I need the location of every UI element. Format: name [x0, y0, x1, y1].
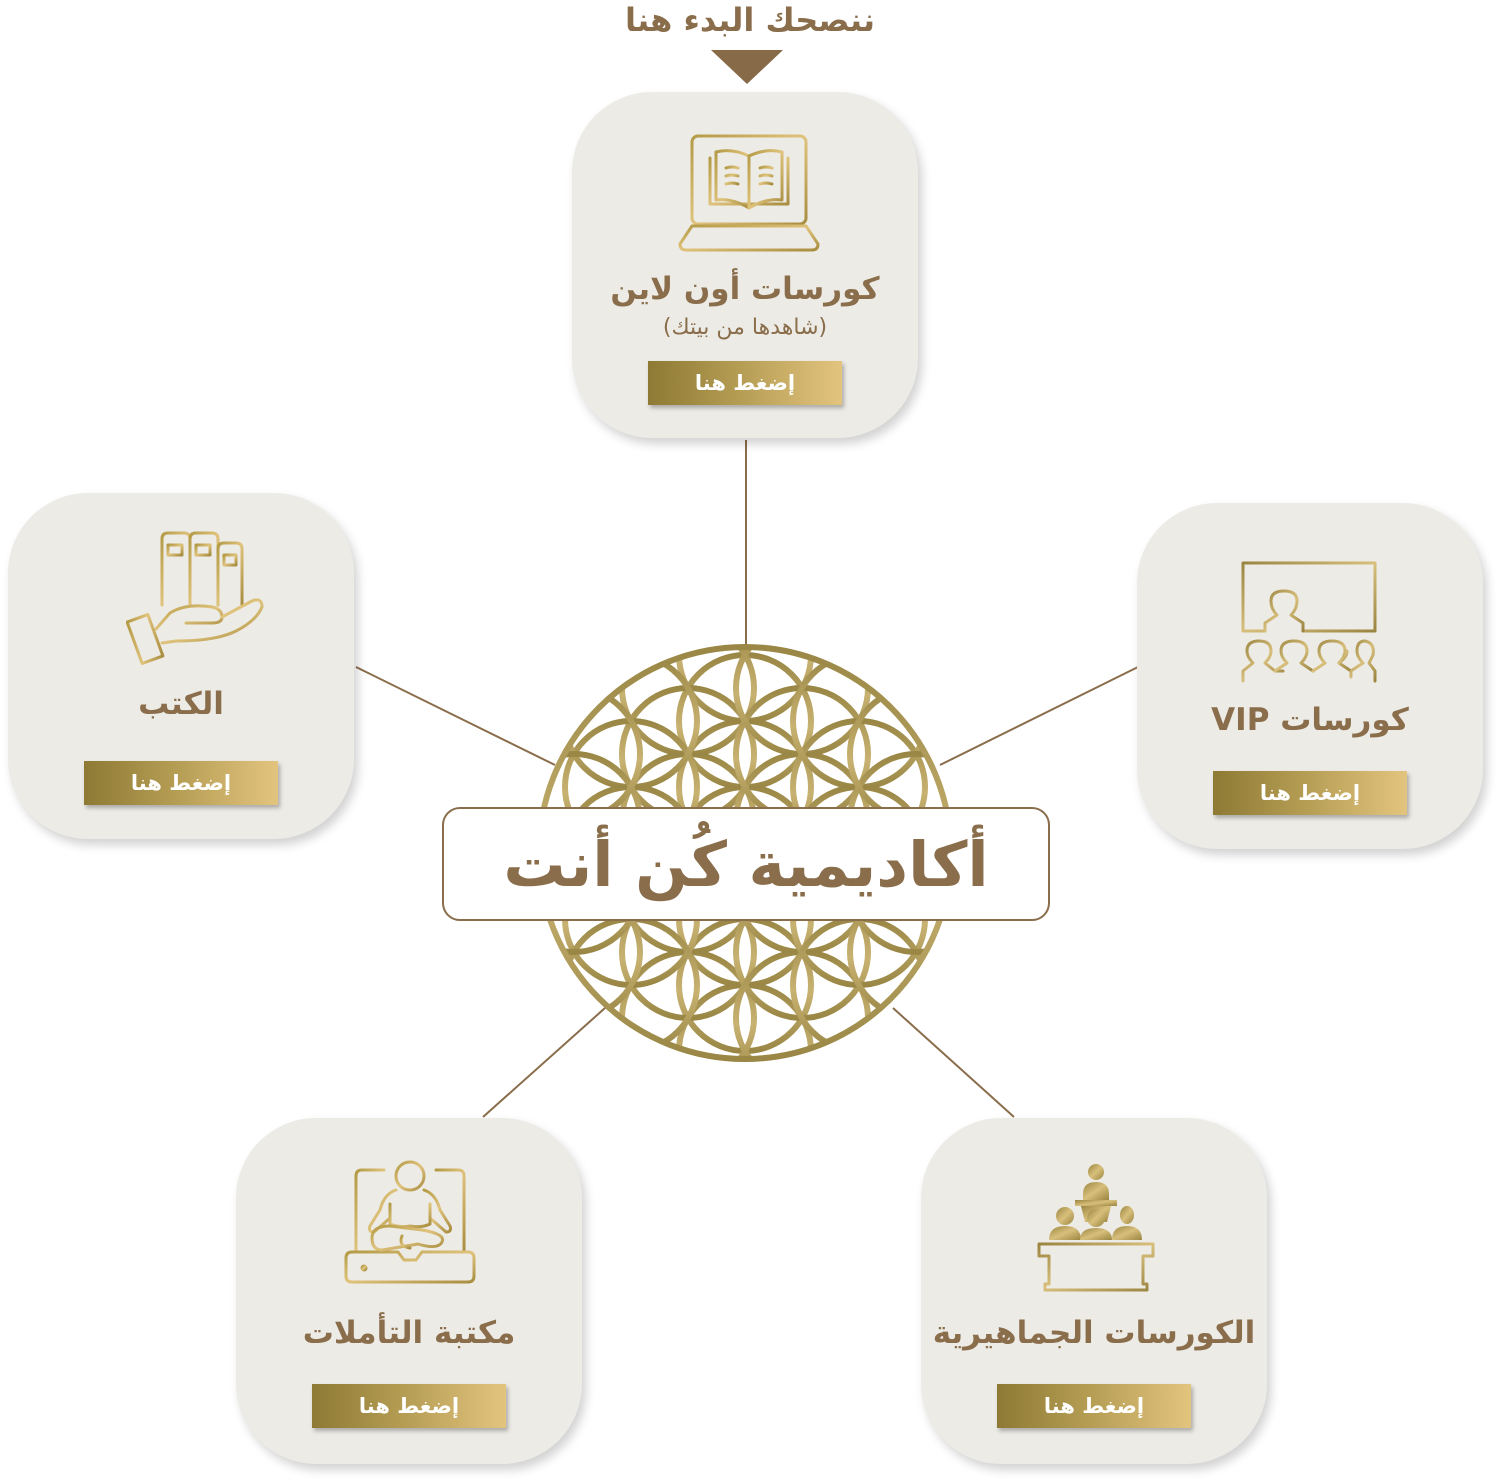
card-title: مكتبة التأملات [302, 1315, 516, 1351]
card-public-courses: الكورسات الجماهيرية إضغط هنا [921, 1118, 1267, 1464]
hand-books-icon [126, 531, 264, 665]
meditations-library-click-button[interactable]: إضغط هنا [312, 1384, 506, 1428]
card-title: الكتب [138, 686, 224, 722]
books-click-button[interactable]: إضغط هنا [84, 761, 278, 805]
card-vip-courses: كورسات VIP إضغط هنا [1137, 503, 1483, 849]
laptop-book-icon [678, 134, 820, 252]
public-courses-click-button[interactable]: إضغط هنا [997, 1384, 1191, 1428]
start-here-hint: ننصحك البدء هنا [625, 1, 875, 39]
online-courses-click-button[interactable]: إضغط هنا [648, 361, 842, 405]
card-subtitle: (شاهدها من بيتك) [662, 315, 828, 340]
academy-title: أكاديمية كُن أنت [503, 827, 989, 901]
lecture-podium-icon [1037, 1164, 1155, 1292]
card-title: كورسات VIP [1211, 702, 1409, 738]
vip-courses-click-button[interactable]: إضغط هنا [1213, 771, 1407, 815]
card-title: كورسات أون لاين [610, 271, 880, 307]
laptop-meditation-icon [344, 1160, 476, 1284]
academy-title-badge: أكاديمية كُن أنت [442, 807, 1050, 921]
card-online-courses: كورسات أون لاين (شاهدها من بيتك) إضغط هن… [572, 92, 918, 438]
card-books: الكتب إضغط هنا [8, 493, 354, 839]
presentation-audience-icon [1241, 561, 1377, 683]
card-meditations-library: مكتبة التأملات إضغط هنا [236, 1118, 582, 1464]
card-title: الكورسات الجماهيرية [932, 1315, 1256, 1351]
triangle-down-icon [711, 50, 783, 84]
